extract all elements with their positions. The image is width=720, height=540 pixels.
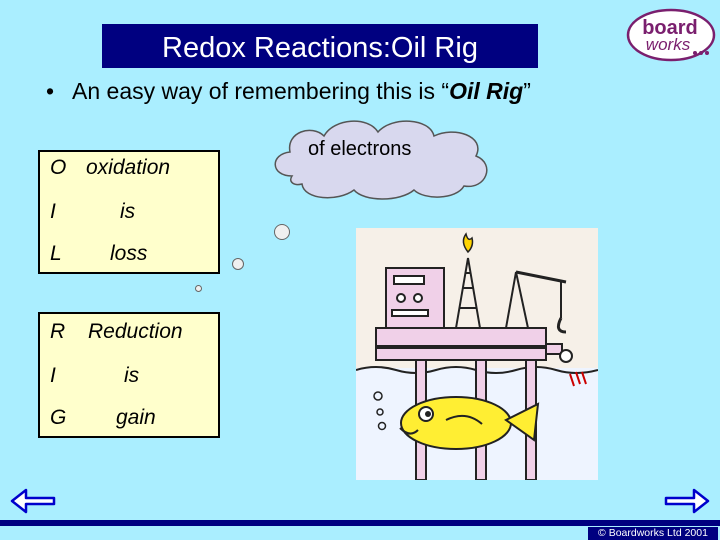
left-arrow-icon[interactable] bbox=[10, 486, 56, 516]
cloud-text: of electrons bbox=[308, 138, 412, 160]
oil-rig-illustration bbox=[356, 228, 598, 480]
thought-bubble-medium bbox=[232, 258, 244, 270]
rig-mnemonic-box: R Reduction I is G gain bbox=[38, 312, 220, 438]
boardworks-logo: board works bbox=[626, 8, 716, 62]
rig-row-r: R Reduction bbox=[40, 320, 218, 350]
bullet-text: An easy way of remembering this is “ bbox=[72, 78, 450, 104]
mnemonic-letter: L bbox=[50, 242, 62, 265]
thought-bubble-small bbox=[195, 285, 202, 292]
thought-cloud bbox=[274, 120, 488, 200]
mnemonic-letter: I bbox=[50, 364, 56, 387]
page-title: Redox Reactions:Oil Rig bbox=[102, 24, 538, 68]
mnemonic-word: is bbox=[124, 364, 140, 387]
bottom-bar bbox=[0, 520, 720, 526]
mnemonic-word: gain bbox=[116, 406, 156, 429]
thought-bubble-large bbox=[274, 224, 290, 240]
bullet-suffix: ” bbox=[523, 78, 531, 104]
logo-line1: board bbox=[642, 17, 698, 39]
mnemonic-word: Reduction bbox=[88, 320, 183, 343]
oil-mnemonic-box: O oxidation I is L loss bbox=[38, 150, 220, 274]
bullet-highlight: Oil Rig bbox=[449, 78, 524, 104]
mnemonic-letter: I bbox=[50, 200, 56, 223]
oil-row-i: I is bbox=[40, 200, 218, 230]
bullet-point: •An easy way of remembering this is “Oil… bbox=[46, 78, 531, 104]
oil-row-o: O oxidation bbox=[40, 156, 218, 186]
mnemonic-letter: R bbox=[50, 320, 66, 343]
mnemonic-letter: O bbox=[50, 156, 67, 179]
mnemonic-word: loss bbox=[110, 242, 148, 265]
mnemonic-word: oxidation bbox=[86, 156, 171, 179]
rig-row-i: I is bbox=[40, 364, 218, 394]
oil-row-l: L loss bbox=[40, 242, 218, 272]
logo-line2: works bbox=[646, 35, 691, 54]
right-arrow-icon[interactable] bbox=[664, 486, 710, 516]
mnemonic-word: is bbox=[120, 200, 136, 223]
mnemonic-letter: G bbox=[50, 406, 67, 429]
rig-row-g: G gain bbox=[40, 406, 218, 436]
copyright-text: © Boardworks Ltd 2001 bbox=[588, 527, 718, 540]
